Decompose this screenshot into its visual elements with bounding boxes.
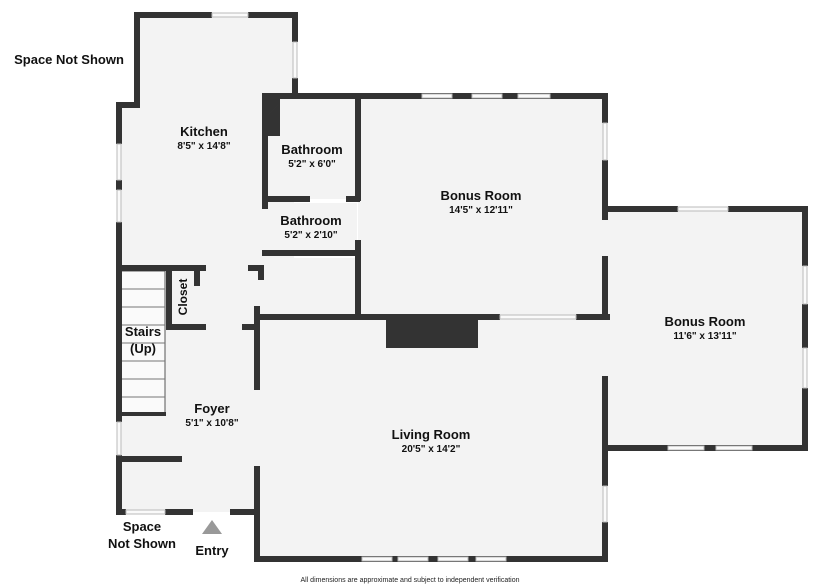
living-room-name: Living Room <box>391 427 471 442</box>
kitchen-name: Kitchen <box>180 124 228 139</box>
bathroom-lower-dims: 5'2" x 2'10" <box>284 230 338 241</box>
bathroom-upper-floor <box>265 97 357 199</box>
stairs-name: Stairs <box>124 324 162 339</box>
walls <box>116 12 808 562</box>
windows <box>116 12 808 562</box>
bathroom-shaft <box>266 98 280 136</box>
fireplace <box>386 318 478 348</box>
bonus-room-2-floor <box>606 209 804 448</box>
space-not-shown-bottom-line2: Not Shown <box>108 536 176 551</box>
bonus-room-1-floor <box>358 95 606 317</box>
foyer-dims: 5'1" x 10'8" <box>185 418 239 429</box>
closet-name: Closet <box>176 278 190 316</box>
entry-marker <box>202 520 222 534</box>
space-not-shown-top: Space Not Shown <box>14 52 124 67</box>
bonus-room-1-name: Bonus Room <box>440 188 522 203</box>
bathroom-upper-name: Bathroom <box>281 142 343 157</box>
kitchen-extension-floor <box>120 108 140 269</box>
floor-fills <box>118 16 804 559</box>
entry-label: Entry <box>195 543 229 558</box>
living-room-floor <box>258 317 606 559</box>
stairs-note: (Up) <box>130 341 156 356</box>
bonus-room-1-dims: 14'5" x 12'11" <box>449 205 513 216</box>
bathroom-lower-floor <box>265 203 357 255</box>
bonus-room-2-name: Bonus Room <box>664 314 746 329</box>
bathroom-upper-dims: 5'2" x 6'0" <box>288 159 336 170</box>
living-room-dims: 20'5" x 14'2" <box>401 444 461 455</box>
bonus-room-2-dims: 11'6" x 13'11" <box>673 331 737 342</box>
bathroom-lower-name: Bathroom <box>280 213 342 228</box>
space-not-shown-bottom-line1: Space <box>122 519 162 534</box>
footer-disclaimer: All dimensions are approximate and subje… <box>300 577 520 584</box>
kitchen-dims: 8'5" x 14'8" <box>177 141 231 152</box>
foyer-name: Foyer <box>194 401 230 416</box>
hall-floor <box>258 258 358 318</box>
